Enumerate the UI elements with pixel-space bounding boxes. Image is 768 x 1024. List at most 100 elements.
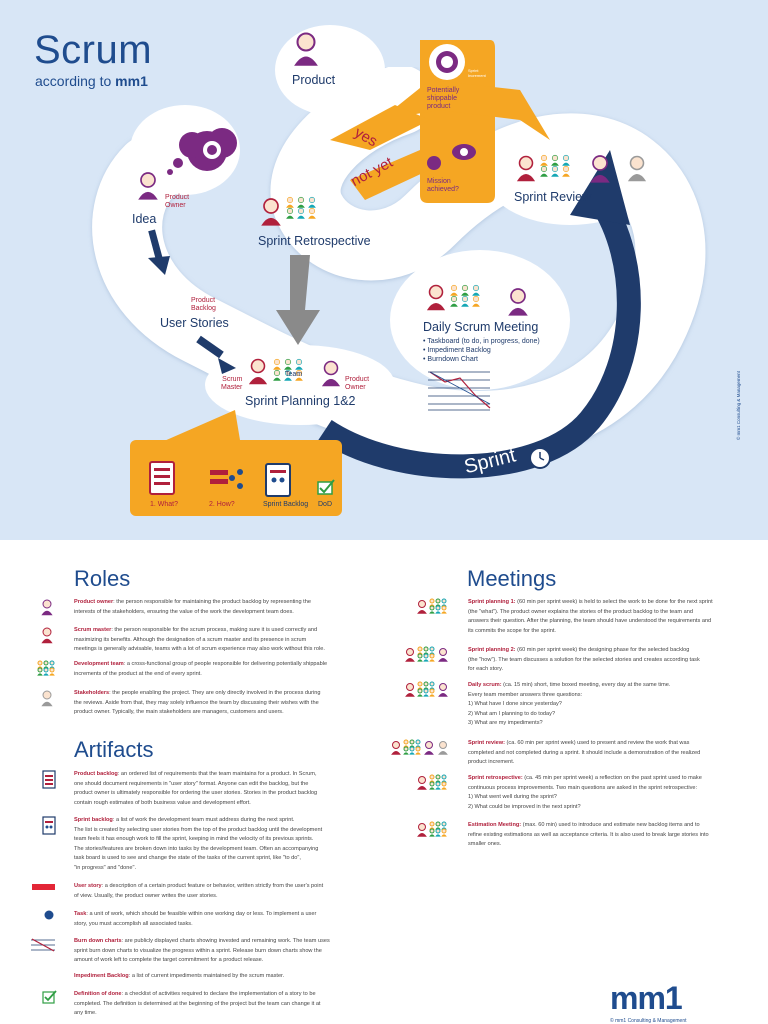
vertical-credit: © mm1 Consulting & Management <box>736 371 741 440</box>
meetings-text: smaller ones. <box>468 841 502 848</box>
daily-bullet: • Taskboard (to do, in progress, done) <box>423 338 540 345</box>
roles-term: Stakeholders <box>74 690 110 696</box>
product-owner-icon <box>508 288 528 316</box>
daily-bullet: • Burndown Chart <box>423 356 478 363</box>
team-icon <box>295 358 303 370</box>
artifacts-text: any time. <box>74 1010 97 1017</box>
roles-text: : the person responsible for the scrum p… <box>111 627 318 633</box>
meetings-text: its commits the scope for the sprint. <box>468 627 556 634</box>
meetings-text: (max. 60 min) used to introduce and esti… <box>521 822 700 828</box>
meetings-text: 2) What am I planning to do today? <box>468 710 556 717</box>
scrum-master-icon <box>261 198 281 226</box>
meetings-text: for each story. <box>468 666 504 673</box>
meeting-participants-icon <box>405 646 448 662</box>
team-icon <box>551 154 559 166</box>
label-how: 2. How? <box>209 501 235 508</box>
team-icon <box>297 196 305 208</box>
node-sprint-review: Sprint Review <box>514 190 592 204</box>
node-product: Product <box>292 73 336 87</box>
meetings-entry: Sprint planning 2: (60 min per sprint we… <box>468 646 700 675</box>
artifacts-text: completed. The definition is determined … <box>74 1000 321 1007</box>
artifacts-text: story, you must accomplish all associate… <box>74 920 193 927</box>
artifacts-text: of view. Usually, the product owner writ… <box>74 892 218 899</box>
roles-entry: Product owner: the person responsible fo… <box>74 598 311 617</box>
meetings-entry: Daily scrum: (ca. 15 min) short, time bo… <box>468 681 670 729</box>
meetings-text: (ca. 60 min per sprint week) used to pre… <box>505 740 690 746</box>
roles-entry: Development team: a cross-functional gro… <box>74 660 327 679</box>
label-dod: DoD <box>318 501 333 508</box>
meeting-participants-icon <box>405 681 448 697</box>
artifacts-text: : a checklist of activities required to … <box>121 991 316 997</box>
team-icon <box>37 660 55 676</box>
stakeholder-icon <box>41 690 53 707</box>
product-owner-icon <box>138 172 158 200</box>
artifacts-entry: Task: a unit of work, which should be fe… <box>74 910 316 929</box>
footer-brand-logo: mm1 <box>610 980 683 1016</box>
meetings-text: 3) What are my impediments? <box>468 720 543 727</box>
meetings-entry: Sprint retrospective: (ca. 45 min per sp… <box>468 774 702 812</box>
meeting-participants-icon <box>417 821 447 837</box>
meeting-participants-icon <box>417 598 447 614</box>
artifacts-term: Impediment Backlog <box>74 973 129 979</box>
roles-heading: Roles <box>74 566 131 591</box>
poster-title: Scrum <box>34 28 153 72</box>
meetings-text: 1) What have I done since yesterday? <box>468 701 562 708</box>
meetings-text: 1) What went well during the sprint? <box>468 794 557 801</box>
sprint-backlog-icon <box>42 816 56 835</box>
node-sprint-planning: Sprint Planning 1&2 <box>245 394 356 408</box>
roles-text: increments of the product at the end of … <box>74 670 202 677</box>
meetings-text: (60 min per sprint week) is held to sele… <box>515 599 713 605</box>
meetings-entry: Estimation Meeting: (max. 60 min) used t… <box>468 821 709 850</box>
artifacts-text: "in progress" and "done". <box>74 864 137 871</box>
roles-entry: Stakeholders: the people enabling the pr… <box>74 689 321 718</box>
roles-text: meetings is generally advisable, teams w… <box>74 646 325 653</box>
node-idea: Idea <box>132 212 157 226</box>
roles-text: : the person responsible for maintaining… <box>113 599 311 605</box>
meetings-entry: Sprint review: (ca. 60 min per sprint we… <box>468 739 700 768</box>
team-icon <box>286 196 294 208</box>
meetings-text: continuous process improvements. Two mai… <box>468 784 698 791</box>
artifacts-text: : a description of a certain product fea… <box>101 883 324 889</box>
mission-decision <box>330 40 550 203</box>
planning-output-box <box>130 410 342 516</box>
arrow-stories-to-planning <box>196 335 236 374</box>
team-icon <box>540 154 548 166</box>
team-icon <box>295 369 303 381</box>
meetings-text: refine existing estimations as well as a… <box>468 831 709 838</box>
artifacts-text: sprint burn down charts to visualize the… <box>74 947 322 954</box>
sprint-arrowhead <box>570 150 630 225</box>
label-sprint-backlog: Sprint Backlog <box>263 501 309 508</box>
artifacts-entry: Product backlog: an ordered list of requ… <box>74 770 317 808</box>
roles-text: : a cross-functional group of people res… <box>123 661 328 667</box>
meetings-entry: Sprint planning 1: (60 min per sprint we… <box>468 598 713 636</box>
artifacts-term: Burn down charts <box>74 938 122 944</box>
artifacts-text: : a list of work the development team mu… <box>112 817 295 823</box>
arrow-idea-to-stories <box>148 229 170 275</box>
meetings-heading: Meetings <box>467 566 557 591</box>
arrow-retro-to-planning <box>276 255 320 345</box>
product-owner-icon <box>321 360 341 387</box>
task-icon <box>44 910 54 920</box>
poster-graphic <box>92 25 706 516</box>
artifacts-text: team feels it has enough work to fill th… <box>74 836 314 843</box>
team-icon <box>284 358 292 370</box>
team-icon <box>461 284 469 296</box>
meetings-term: Sprint planning 1: <box>468 599 516 605</box>
artifacts-entry: Sprint backlog: a list of work the devel… <box>74 816 322 874</box>
team-icon <box>297 207 305 219</box>
artifacts-entry: User story: a description of a certain p… <box>74 882 323 901</box>
artifacts-text: The list is created by selecting user st… <box>74 826 323 833</box>
artifacts-heading: Artifacts <box>74 737 154 762</box>
team-icon <box>273 358 281 370</box>
artifacts-text: amount of work left to complete the targ… <box>74 957 264 964</box>
idea-thought-bubble <box>167 128 237 175</box>
subtitle-brand: mm1 <box>115 73 148 89</box>
meetings-term: Estimation Meeting: <box>468 822 522 828</box>
definition-of-done-icon <box>42 990 57 1004</box>
scrum-master-icon <box>41 627 53 644</box>
product-owner-icon <box>41 599 53 616</box>
artifacts-term: Sprint backlog <box>74 817 113 823</box>
